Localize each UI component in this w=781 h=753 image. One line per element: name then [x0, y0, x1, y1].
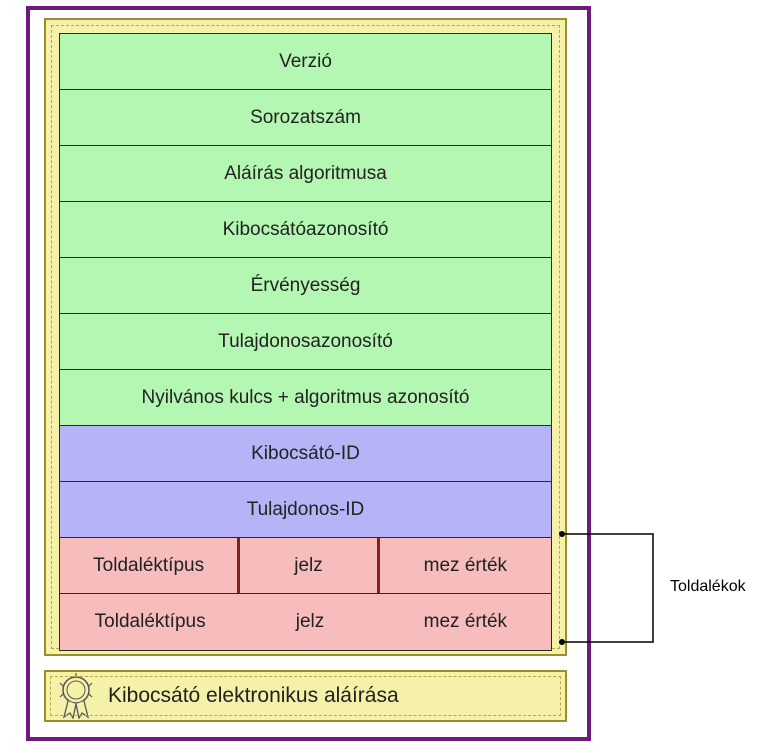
field-label: Tulajdonosazonosító [218, 330, 393, 352]
field-label: Kibocsátóazonosító [222, 218, 389, 240]
field-issuer-id: Kibocsátó-ID [60, 426, 551, 482]
extension-flag-cell: jelz [295, 611, 325, 632]
field-subject-id: Tulajdonos-ID [60, 482, 551, 538]
field-label: Érvényesség [250, 274, 361, 296]
field-label: Sorozatszám [250, 106, 361, 128]
field-subject: Tulajdonosazonosító [60, 314, 551, 370]
field-label: Aláírás algoritmusa [224, 162, 387, 184]
extension-value-cell: mez érték [423, 554, 508, 576]
extension-row: Toldaléktípus jelz mez érték [60, 538, 551, 594]
extensions-label: Toldalékok [670, 578, 746, 595]
extension-type-cell: Toldaléktípus [94, 611, 206, 632]
field-signature-algorithm: Aláírás algoritmusa [60, 146, 551, 202]
certificate-field-table: Verzió Sorozatszám Aláírás algoritmusa K… [59, 33, 552, 651]
field-validity: Érvényesség [60, 258, 551, 314]
field-public-key: Nyilvános kulcs + algoritmus azonosító [60, 370, 551, 426]
field-label: Verzió [279, 50, 332, 72]
field-label: Nyilvános kulcs + algoritmus azonosító [141, 386, 470, 408]
field-label: Kibocsátó-ID [251, 442, 360, 464]
extension-flag-cell: jelz [240, 538, 380, 593]
issuer-signature-box: Kibocsátó elektronikus aláírása [44, 670, 567, 722]
extension-type-cell: Toldaléktípus [60, 538, 241, 593]
signature-label: Kibocsátó elektronikus aláírása [108, 684, 399, 707]
extension-value-cell: mez érték [423, 611, 508, 632]
seal-icon [59, 673, 93, 719]
field-version: Verzió [60, 34, 551, 90]
field-label: Tulajdonos-ID [246, 498, 365, 520]
extension-row: Toldaléktípus jelz mez érték [60, 594, 551, 650]
field-serial-number: Sorozatszám [60, 90, 551, 146]
field-issuer: Kibocsátóazonosító [60, 202, 551, 258]
